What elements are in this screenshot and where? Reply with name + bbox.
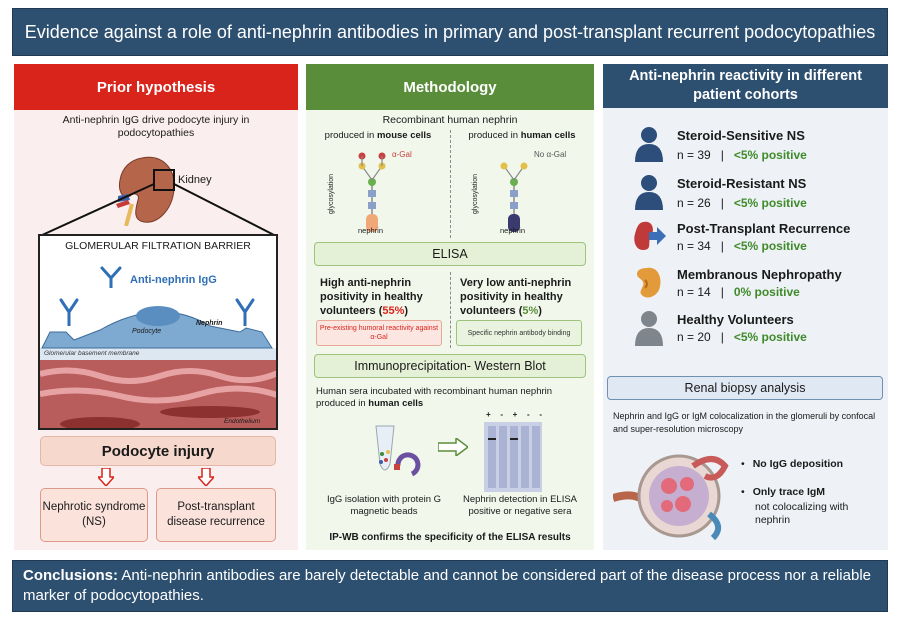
cohort-name: Healthy Volunteers [677, 312, 794, 327]
renal-biopsy-text: Nephrin and IgG or IgM colocalization in… [613, 411, 876, 434]
cohort-name: Membranous Nephropathy [677, 267, 842, 282]
podocyte-label: Podocyte [132, 328, 162, 335]
nephrin-mouse-label: nephrin [358, 226, 384, 235]
renal-biopsy-box: Renal biopsy analysis [607, 376, 883, 400]
kidney-label: Kidney [178, 174, 212, 186]
endothelium-label: Endothelium [224, 418, 261, 425]
cohorts-heading: Anti-nephrin reactivity in different pat… [603, 64, 888, 108]
cohort-name: Post-Transplant Recurrence [677, 221, 851, 236]
cohort-stat: n = 14|0% positive [677, 285, 800, 299]
western-blot-image [484, 422, 542, 492]
tube-magnet-icon [375, 425, 421, 477]
high-positivity-finding: High anti-nephrin positivity in healthy … [320, 277, 423, 317]
ipwb-confirmation: IP-WB confirms the specificity of the EL… [329, 532, 571, 543]
main-title: Evidence against a role of anti-nephrin … [12, 8, 888, 56]
methodology-panel: Methodology Recombinant human nephrin pr… [306, 64, 594, 550]
glomerulus-icon [613, 454, 729, 541]
prior-hypothesis-intro: Anti-nephrin IgG drive podocyte injury i… [62, 114, 250, 139]
podocyte-injury-box: Podocyte injury [40, 436, 276, 466]
cohort-stat: n = 26|<5% positive [677, 196, 807, 210]
outcome-post-transplant: Post-transplant disease recurrence [156, 488, 276, 542]
zoom-lines [39, 183, 277, 237]
low-pct: 5% [522, 305, 539, 317]
elisa-box: ELISA [314, 242, 586, 266]
alpha-gal-label: α-Gal [392, 150, 412, 159]
antibody-icon [100, 266, 122, 288]
antibody-icon [59, 298, 79, 326]
mouse-cells-label: produced in mouse cells [324, 130, 432, 141]
section-divider [450, 130, 451, 238]
alpha-gal-note: Pre-existing humoral reactivity against … [316, 320, 442, 346]
prior-hypothesis-panel: Prior hypothesis Anti-nephrin IgG drive … [14, 64, 298, 550]
basement-membrane-label: Glomerular basement membrane [44, 350, 140, 357]
sera-incubation-text: Human sera incubated with recombinant hu… [316, 386, 553, 409]
human-nephrin-glycan-icon [500, 162, 528, 232]
cohort-stat: n = 34|<5% positive [677, 239, 807, 253]
filtration-barrier-diagram: GLOMERULAR FILTRATION BARRIER Anti-nephr… [38, 234, 278, 430]
mouse-nephrin-glycan-icon [358, 152, 386, 232]
antibody-label: Anti-nephrin IgG [130, 274, 217, 286]
down-arrow-icon [198, 468, 214, 486]
low-positivity-finding: Very low anti-nephrin positivity in heal… [460, 277, 572, 317]
cohort-stat: n = 20|<5% positive [677, 330, 807, 344]
filtration-barrier-title: GLOMERULAR FILTRATION BARRIER [65, 240, 251, 252]
no-alpha-gal-label: No α-Gal [534, 150, 567, 159]
section-divider [450, 272, 451, 348]
glycosylation-label: glycosylation [328, 173, 335, 214]
nephrin-label: Nephrin [196, 320, 223, 327]
prior-hypothesis-heading: Prior hypothesis [14, 64, 298, 110]
recombinant-label: Recombinant human nephrin [382, 114, 518, 126]
ipwb-box: Immunoprecipitation- Western Blot [314, 354, 586, 378]
person-icon [635, 127, 663, 162]
conclusions-bar: Conclusions: Anti-nephrin antibodies are… [12, 560, 888, 612]
kidney-arrow-icon [634, 221, 666, 250]
cohort-name: Steroid-Resistant NS [677, 176, 807, 191]
kidney-icon [637, 267, 661, 298]
methodology-heading: Methodology [306, 64, 594, 110]
specific-binding-note: Specific nephrin antibody binding [456, 320, 582, 346]
igg-isolation-caption: IgG isolation with protein G magnetic be… [326, 494, 442, 517]
person-icon [635, 311, 663, 346]
down-arrow-icon [98, 468, 114, 486]
cohort-stat: n = 39|<5% positive [677, 148, 807, 162]
antibody-icon [235, 298, 255, 326]
glycosylation-label: glycosylation [472, 173, 479, 214]
nephrin-detection-caption: Nephrin detection in ELISA positive or n… [462, 494, 578, 517]
nephrin-human-label: nephrin [500, 226, 526, 235]
bullet-trace-igm: •Only trace IgM [741, 486, 826, 498]
bullet-no-igg: •No IgG deposition [741, 458, 844, 470]
blot-sign-labels: +-+-- [486, 410, 542, 419]
outcome-nephrotic-syndrome: Nephrotic syndrome (NS) [40, 488, 148, 542]
bullet-trace-igm-detail: not colocalizing with nephrin [755, 501, 849, 526]
right-arrow-icon [438, 438, 468, 456]
cohort-name: Steroid-Sensitive NS [677, 128, 805, 143]
human-cells-label: produced in human cells [468, 130, 576, 141]
cohorts-panel: Anti-nephrin reactivity in different pat… [603, 64, 888, 550]
person-icon [635, 175, 663, 210]
high-pct: 55% [382, 305, 405, 317]
